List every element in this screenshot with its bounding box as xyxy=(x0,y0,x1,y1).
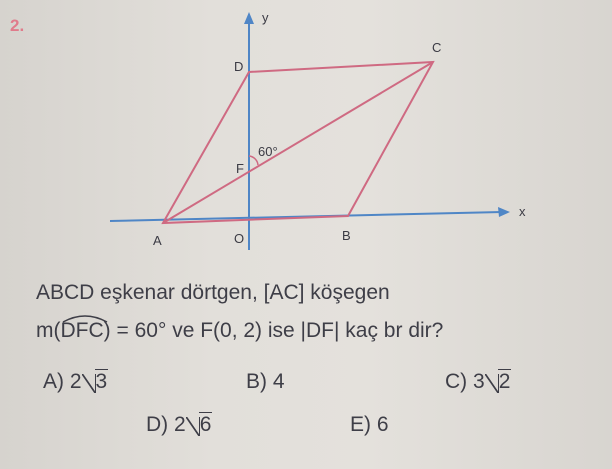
diagonal-ac xyxy=(162,61,434,224)
choice-d-radicand: 6 xyxy=(198,412,213,436)
choice-c-coef: 3 xyxy=(473,370,485,393)
choice-e-value: 6 xyxy=(376,413,389,436)
angle-arc xyxy=(248,155,259,166)
label-x: x xyxy=(519,204,526,219)
label-point-a: A xyxy=(153,233,162,248)
choice-a-letter: A) xyxy=(43,370,64,393)
label-point-f: F xyxy=(236,161,244,176)
label-angle: 60° xyxy=(258,144,278,159)
sqrt-icon: 6 xyxy=(185,412,213,437)
label-point-b: B xyxy=(342,228,351,243)
choice-a-radicand: 3 xyxy=(94,369,109,393)
choice-d-letter: D) xyxy=(146,413,169,436)
geometry-figure: y x C D F 60° A O B xyxy=(109,10,526,250)
label-point-c: C xyxy=(432,40,441,55)
question-number: 2. xyxy=(10,16,25,35)
x-axis xyxy=(109,211,503,222)
choice-b[interactable]: B) 4 xyxy=(246,370,285,394)
angle-dfc-text: DFC xyxy=(60,319,104,342)
x-axis-arrow xyxy=(498,207,510,217)
choice-e-letter: E) xyxy=(350,413,371,436)
sqrt-icon: 3 xyxy=(81,369,109,394)
choice-b-value: 4 xyxy=(272,370,285,393)
angle-hat-icon xyxy=(62,315,107,323)
choice-a-coef: 2 xyxy=(69,370,82,393)
label-y: y xyxy=(262,10,269,25)
question-line-2-prefix: m( xyxy=(36,319,61,342)
choice-b-letter: B) xyxy=(246,370,267,393)
question-line-1: ABCD eşkenar dörtgen, [AC] köşegen xyxy=(36,281,390,304)
question-line-2: m(DFC) = 60° ve F(0, 2) ise |DF| kaç br … xyxy=(36,315,606,343)
y-axis-arrow xyxy=(244,12,254,24)
choice-c-radicand: 2 xyxy=(497,369,512,393)
angle-dfc: DFC xyxy=(60,315,107,343)
question-line-2-suffix: ) = 60° ve F(0, 2) ise |DF| kaç br dir? xyxy=(103,319,444,342)
choice-c-letter: C) xyxy=(445,370,468,393)
label-point-d: D xyxy=(234,59,243,74)
choice-d-coef: 2 xyxy=(174,413,186,436)
label-point-o: O xyxy=(234,231,244,246)
choice-e[interactable]: E) 6 xyxy=(350,413,389,437)
sqrt-icon: 2 xyxy=(484,369,512,394)
